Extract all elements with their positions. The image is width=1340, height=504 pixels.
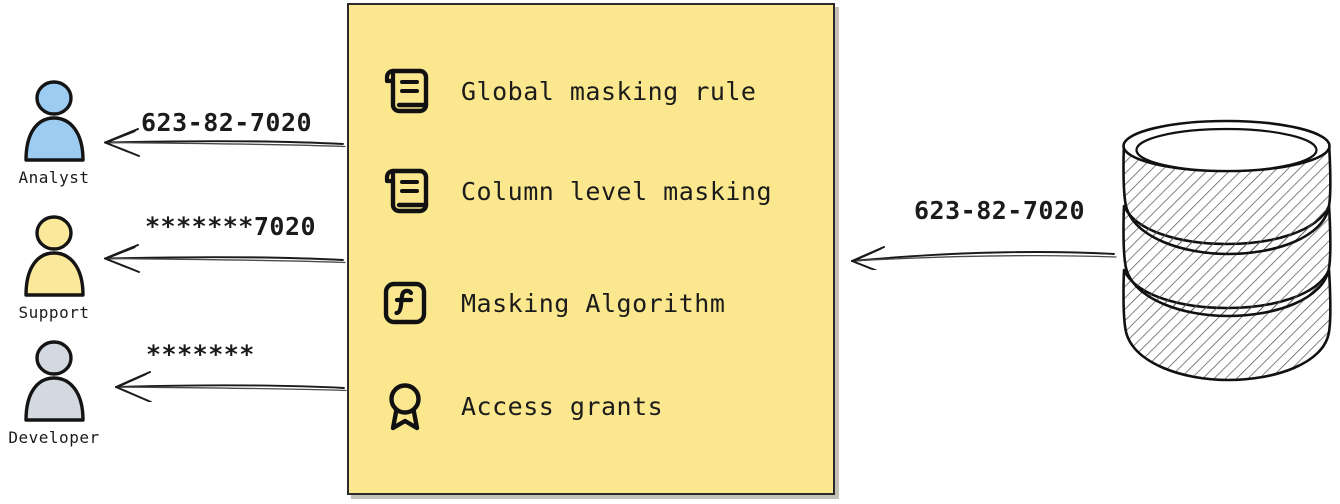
actor-developer-label: Developer [8,428,100,447]
policy-item-label: Global masking rule [461,76,757,106]
scroll-icon [384,68,429,114]
policy-item-masking-algorithm[interactable]: Masking Algorithm [379,277,725,329]
person-icon [24,340,85,422]
actor-analyst: Analyst [6,78,102,187]
actor-analyst-label: Analyst [18,168,90,187]
arrow-to-support: *******7020 [95,212,347,274]
function-box-icon [383,281,427,325]
arrow-from-database: 623-82-7020 [840,190,1118,275]
actor-support: Support [6,213,102,322]
policy-item-label: Access grants [461,391,664,421]
person-icon [24,80,85,162]
arrow-left-icon [115,371,347,403]
arrow-to-analyst-label: 623-82-7020 [141,108,313,137]
policy-item-global-masking-rule[interactable]: Global masking rule [379,65,756,117]
arrow-left-icon [104,244,346,273]
award-ribbon-icon [389,383,421,431]
policy-item-label: Masking Algorithm [461,288,726,318]
actor-support-label: Support [18,303,90,322]
database-cylinder-icon [1122,119,1332,382]
arrow-to-developer-label: ******* [146,340,255,369]
policy-box: Global masking rule Column level masking… [347,3,835,495]
policy-item-label: Column level masking [461,176,773,206]
arrow-to-analyst: 623-82-7020 [95,108,347,166]
scroll-icon [384,168,429,214]
arrow-to-support-label: *******7020 [145,212,317,241]
actor-developer: Developer [6,338,102,447]
arrow-left-icon [104,128,346,157]
policy-item-column-level-masking[interactable]: Column level masking [379,165,772,217]
arrow-to-developer: ******* [108,340,348,403]
database-icon-wrapper [1112,118,1340,398]
person-icon [24,215,85,297]
policy-item-access-grants[interactable]: Access grants [379,380,663,432]
arrow-from-database-label: 623-82-7020 [914,196,1086,225]
